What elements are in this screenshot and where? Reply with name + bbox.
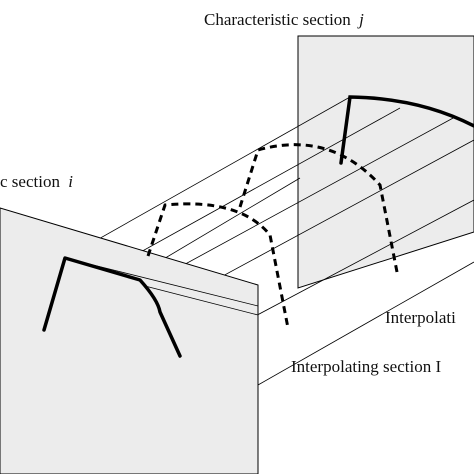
plane-section-j — [297, 35, 474, 289]
label-interpolating-bottom: Interpolating section I — [291, 357, 441, 376]
label-section-j: Characteristic section j — [204, 10, 364, 29]
label-section-i: c section i — [0, 172, 73, 191]
profile-section-i — [42, 256, 182, 358]
interpolated-profile-back — [238, 143, 399, 273]
profile-section-j — [339, 95, 474, 165]
interpolated-profile-front — [146, 202, 290, 329]
plane-section-i — [0, 207, 259, 474]
label-interpolating-right: Interpolati — [385, 308, 456, 327]
